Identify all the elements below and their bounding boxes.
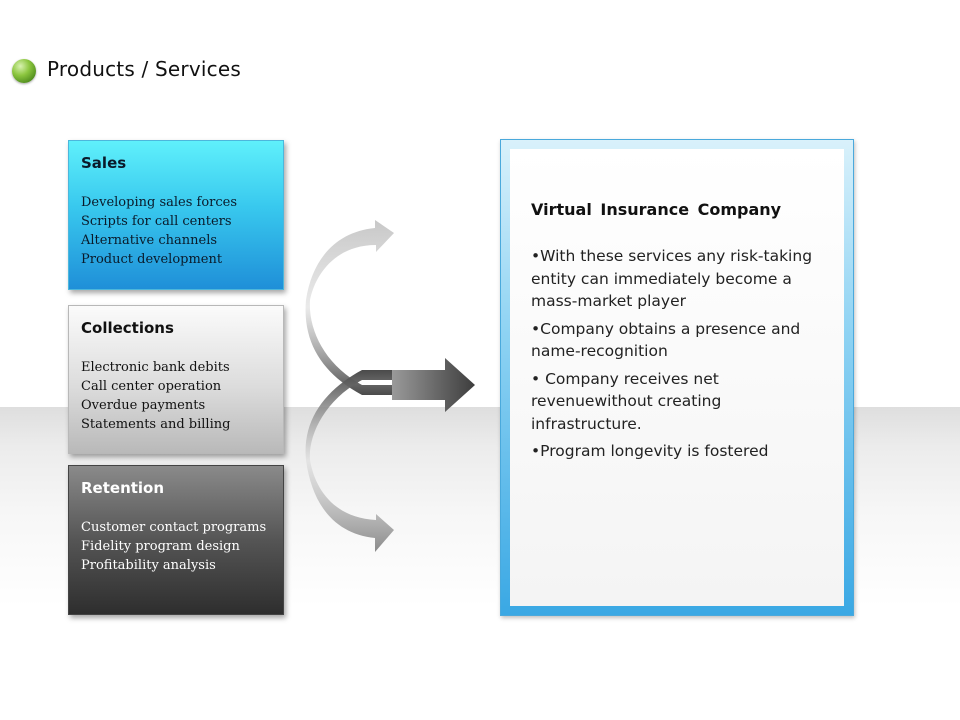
service-box-sales: Sales Developing sales forces Scripts fo… [68, 140, 284, 290]
result-bullet: •Company obtains a presence and name-rec… [531, 319, 801, 361]
box-title: Sales [81, 154, 127, 172]
service-box-collections: Collections Electronic bank debits Call … [68, 305, 284, 454]
list-item: Developing sales forces [81, 195, 238, 210]
result-bullets: •With these services any risk-taking ent… [531, 245, 824, 463]
arrow-lower [305, 370, 394, 552]
list-item: Scripts for call centers [81, 214, 232, 229]
list-item: Customer contact programs [81, 520, 267, 535]
box-items: Developing sales forces Scripts for call… [81, 193, 271, 269]
green-sphere-icon [12, 59, 36, 83]
result-panel-inner: Virtual Insurance Company •With these se… [510, 149, 844, 606]
list-item: Alternative channels [81, 233, 218, 248]
list-item: Profitability analysis [81, 558, 216, 573]
list-item: Product development [81, 252, 223, 267]
result-bullet: •With these services any risk-taking ent… [531, 247, 813, 310]
box-items: Electronic bank debits Call center opera… [81, 358, 271, 434]
list-item: Call center operation [81, 379, 222, 394]
arrow-center [392, 358, 475, 412]
box-title: Retention [81, 479, 165, 497]
list-item: Statements and billing [81, 417, 231, 432]
arrow-upper [305, 220, 394, 395]
result-title: Virtual Insurance Company [531, 200, 782, 219]
list-item: Electronic bank debits [81, 360, 230, 375]
result-bullet: •Program longevity is fostered [531, 442, 769, 460]
result-bullet: • Company receives net revenuewithout cr… [531, 369, 722, 433]
list-item: Overdue payments [81, 398, 206, 413]
merge-arrows-graphic [305, 220, 475, 552]
box-items: Customer contact programs Fidelity progr… [81, 518, 271, 575]
page-title: Products / Services [47, 57, 241, 81]
service-box-retention: Retention Customer contact programs Fide… [68, 465, 284, 615]
result-panel: Virtual Insurance Company •With these se… [500, 139, 854, 616]
box-title: Collections [81, 319, 174, 337]
list-item: Fidelity program design [81, 539, 240, 554]
